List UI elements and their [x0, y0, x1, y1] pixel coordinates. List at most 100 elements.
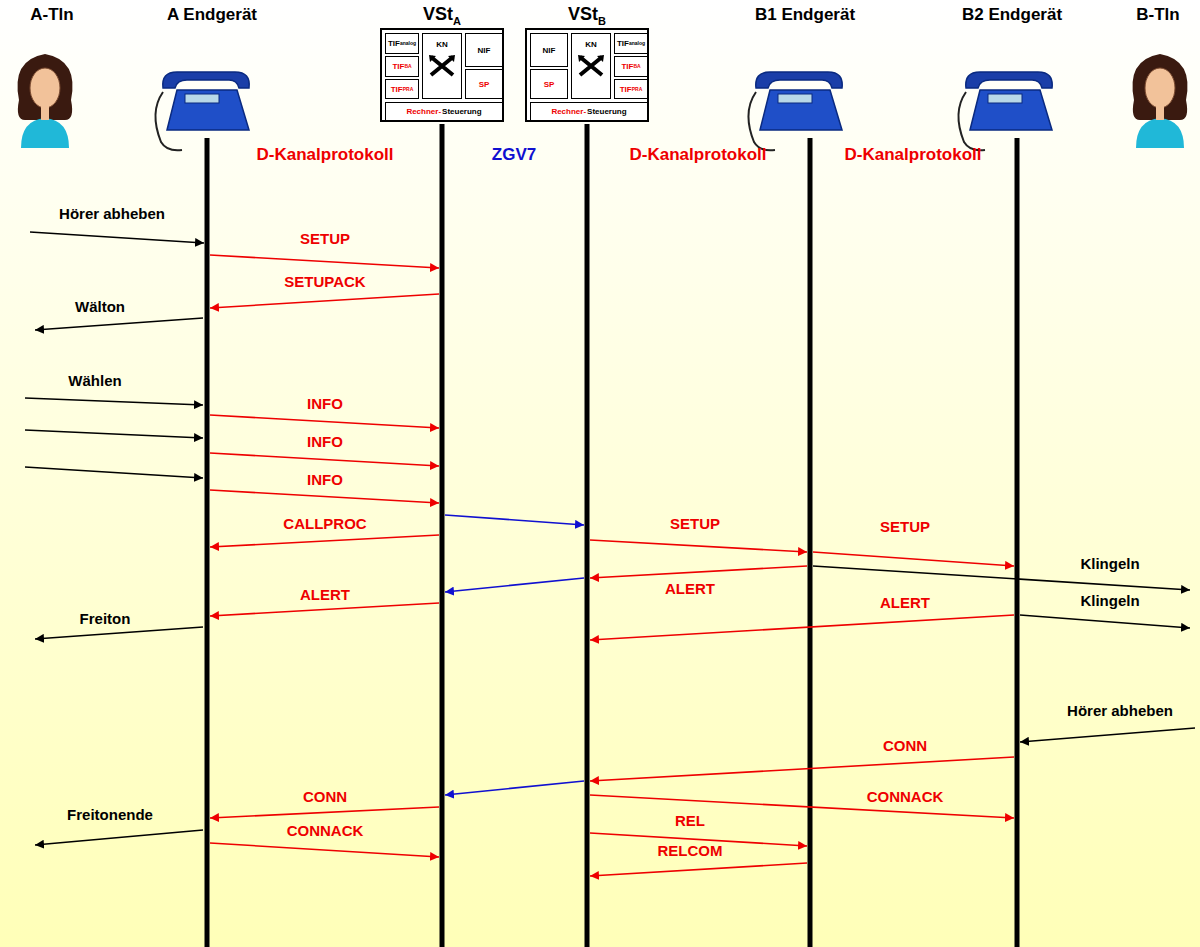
- node-text: TIF: [388, 39, 400, 48]
- lifeline: [440, 124, 445, 947]
- column-header: A Endgerät: [167, 6, 257, 24]
- message-arrow: [25, 467, 203, 478]
- phone-icon: [155, 72, 249, 150]
- protocol-label: D-Kanalprotokoll: [630, 146, 767, 164]
- message-arrow: [25, 430, 203, 438]
- person-icon: [1132, 54, 1187, 148]
- memory-box: SP: [530, 69, 568, 99]
- column-header: B-Tln: [1136, 6, 1179, 24]
- message-label: Wälton: [75, 298, 125, 316]
- node-text: TIF: [620, 85, 632, 94]
- interface-box: TIFPRA: [385, 79, 419, 99]
- message-label: ALERT: [880, 594, 930, 612]
- node-text: PRA: [403, 87, 414, 92]
- switching-network-box: KN: [422, 33, 462, 99]
- control-box: Rechner-Steuerung: [530, 102, 648, 121]
- lifeline: [1015, 138, 1020, 947]
- node-text: BA: [633, 64, 640, 69]
- node-text: VSt: [568, 4, 598, 24]
- message-arrow: [445, 578, 584, 592]
- message-label: Hörer abheben: [59, 205, 165, 223]
- node-text: A: [453, 15, 461, 27]
- message-label: CALLPROC: [283, 515, 366, 533]
- exchange-box: VStATIFanalogKNNIFTIFBASPTIFPRARechner-S…: [380, 28, 504, 122]
- message-arrow: [590, 540, 807, 552]
- node-text: NIF: [478, 46, 491, 55]
- message-arrow: [210, 807, 439, 818]
- node-text: Rechner-: [406, 107, 441, 116]
- message-label: ALERT: [665, 580, 715, 598]
- column-header: B1 Endgerät: [755, 6, 855, 24]
- message-label: Wählen: [68, 372, 121, 390]
- message-label: CONNACK: [867, 788, 944, 806]
- message-label: INFO: [307, 433, 343, 451]
- exchange-heading: VStA: [382, 3, 502, 25]
- node-text: VSt: [423, 4, 453, 24]
- message-arrow: [35, 830, 203, 845]
- message-arrow: [35, 627, 203, 639]
- node-text: Steuerung: [442, 107, 482, 116]
- message-arrow: [590, 757, 1014, 781]
- person-icon: [17, 54, 72, 148]
- node-text: B: [598, 15, 606, 27]
- node-text: SP: [479, 80, 490, 89]
- node-text: TIF: [617, 39, 629, 48]
- message-arrow: [25, 398, 203, 405]
- message-arrow: [210, 843, 439, 857]
- switch-symbol: [427, 53, 457, 79]
- node-text: KN: [585, 40, 597, 49]
- node-text: PRA: [632, 87, 643, 92]
- message-arrow: [590, 615, 1014, 640]
- message-label: Freitonende: [67, 806, 153, 824]
- message-label: CONNACK: [287, 822, 364, 840]
- message-arrow: [590, 863, 807, 876]
- column-header: A-Tln: [30, 6, 73, 24]
- lifeline: [808, 138, 813, 947]
- message-arrow: [813, 552, 1014, 566]
- message-label: Freiton: [80, 610, 131, 628]
- message-label: Hörer abheben: [1067, 702, 1173, 720]
- interface-box: TIFBA: [385, 56, 419, 77]
- node-text: Rechner-: [551, 107, 586, 116]
- phone-icon: [958, 72, 1052, 150]
- phone-icon: [748, 72, 842, 150]
- message-arrow: [210, 255, 439, 268]
- network-interface-box: NIF: [465, 33, 503, 67]
- message-label: SETUP: [880, 518, 930, 536]
- protocol-label: D-Kanalprotokoll: [257, 146, 394, 164]
- message-arrow: [210, 535, 439, 547]
- node-text: analog: [629, 41, 645, 46]
- message-label: SETUP: [300, 230, 350, 248]
- protocol-label: ZGV7: [492, 146, 536, 164]
- message-arrow: [210, 294, 439, 308]
- message-label: INFO: [307, 471, 343, 489]
- protocol-label: D-Kanalprotokoll: [845, 146, 982, 164]
- node-text: NIF: [543, 46, 556, 55]
- node-text: BA: [404, 64, 411, 69]
- switch-symbol: [576, 53, 606, 79]
- node-text: Steuerung: [587, 107, 627, 116]
- network-interface-box: NIF: [530, 33, 568, 67]
- message-arrow: [35, 318, 203, 330]
- message-label: SETUPACK: [284, 273, 365, 291]
- column-header: B2 Endgerät: [962, 6, 1062, 24]
- message-arrow: [30, 232, 204, 243]
- message-arrow: [1020, 728, 1195, 742]
- lifeline: [585, 124, 590, 947]
- message-arrow: [445, 515, 584, 525]
- control-box: Rechner-Steuerung: [385, 102, 503, 121]
- memory-box: SP: [465, 69, 503, 99]
- node-text: TIF: [392, 62, 404, 71]
- interface-box: TIFanalog: [614, 33, 648, 54]
- message-label: CONN: [303, 788, 347, 806]
- interface-box: TIFBA: [614, 56, 648, 77]
- message-arrow: [210, 490, 439, 503]
- node-text: KN: [436, 40, 448, 49]
- interface-box: TIFanalog: [385, 33, 419, 54]
- message-arrow: [590, 566, 807, 578]
- message-label: CONN: [883, 737, 927, 755]
- message-arrow: [210, 453, 439, 466]
- message-label: SETUP: [670, 515, 720, 533]
- message-arrow: [590, 795, 1014, 818]
